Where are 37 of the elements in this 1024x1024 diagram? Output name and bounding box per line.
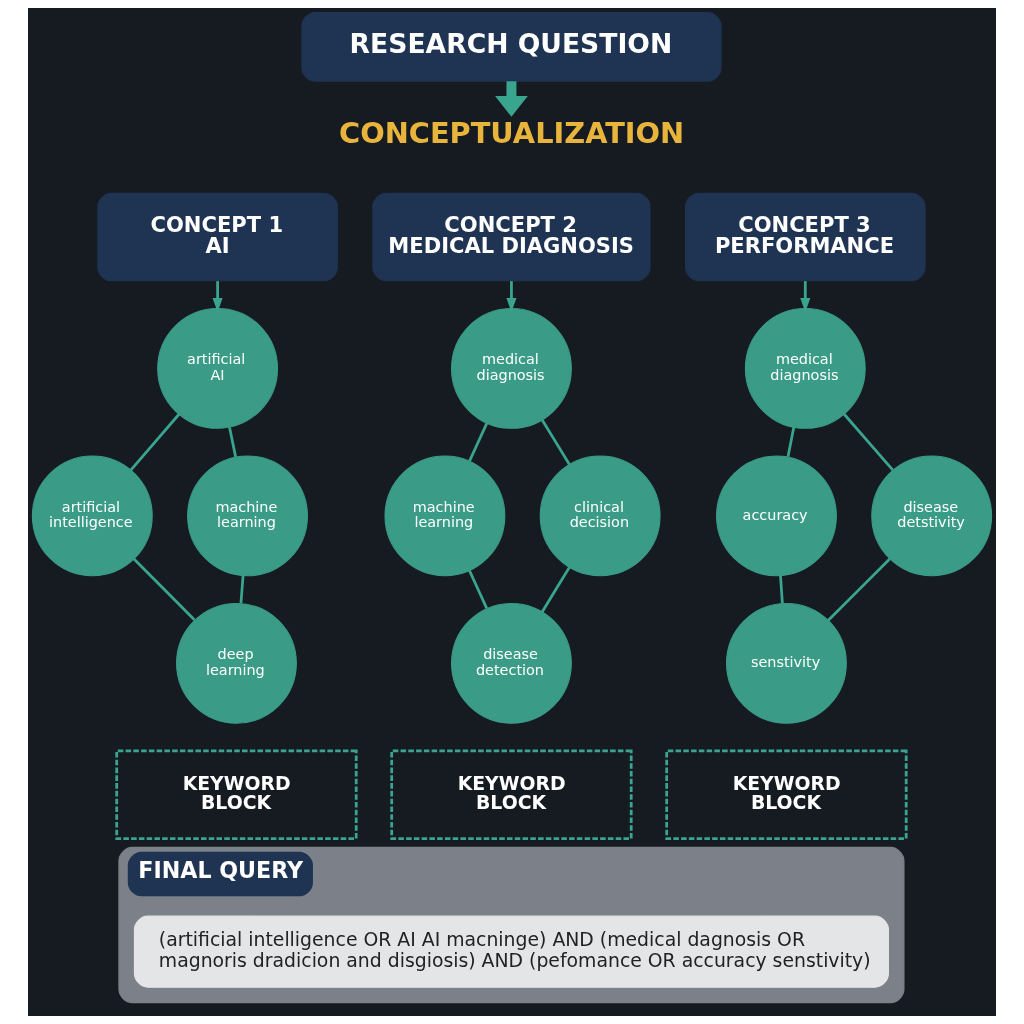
connector [129,413,181,471]
node-circle: deep learning [176,602,297,724]
connector [827,558,891,622]
connector [541,419,571,466]
connector [843,413,894,471]
node-box: KEYWORD BLOCK [390,749,633,840]
connector [541,566,571,613]
node-circle: artificial AI [157,307,279,429]
node-circle: senstivity [726,602,847,724]
node-box: (artificial intelligence OR AI AI macninge) AND (medical dagnosis OR magnoris dradicion and disgiosis) AND (pefomance OR accuracy senstivity) [133,915,889,988]
connector [786,427,796,457]
node-text: CONCEPTUALIZATION [339,116,685,151]
connector [468,422,489,462]
node-circle: artificial intelligence [31,455,153,577]
arrow [495,81,528,117]
node-circle: medical diagnosis [451,307,572,429]
node-circle: clinical decision [539,455,661,577]
node-box: RESEARCH QUESTION [301,11,722,82]
node-circle: machine learning [187,455,308,577]
node-circle: accuracy [716,455,837,577]
arrow [506,281,517,313]
node-box: CONCEPT 3 PERFORMANCE [684,192,926,282]
node-box: KEYWORD BLOCK [665,749,908,840]
node-circle: disease detstivity [871,455,993,577]
node-box: CONCEPT 1 AI [97,192,338,282]
connector [133,558,196,621]
node-circle: machine learning [384,455,506,577]
node-circle: disease detection [451,602,572,724]
node-box: CONCEPT 2 MEDICAL DIAGNOSIS [372,192,651,282]
connector [779,575,784,604]
arrow [212,281,223,313]
node-box: KEYWORD BLOCK [115,749,358,840]
connector [239,575,245,604]
node-circle: medical diagnosis [744,307,866,429]
connector [228,427,238,458]
arrow [800,281,811,313]
connector [468,570,488,609]
